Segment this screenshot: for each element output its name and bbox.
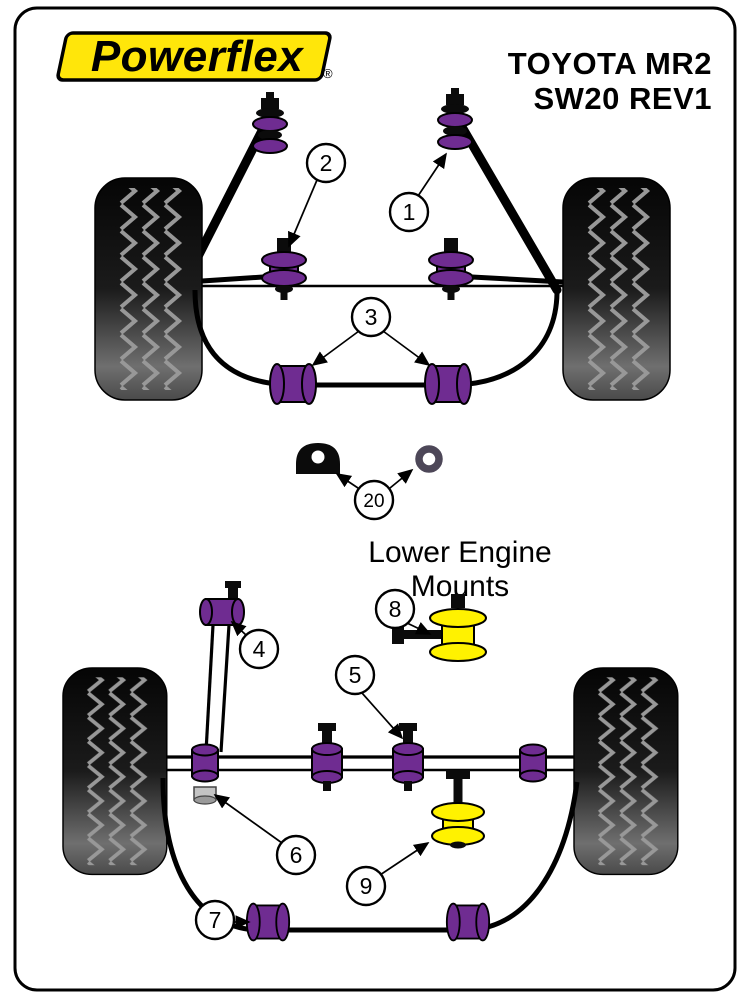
callout-7: 7 <box>194 899 236 941</box>
svg-text:3: 3 <box>365 304 378 330</box>
engine-mount-8 <box>392 594 487 662</box>
svg-text:5: 5 <box>349 662 362 688</box>
arm-bush-right <box>519 743 547 783</box>
callout-4: 4 <box>238 628 280 670</box>
svg-text:8: 8 <box>389 596 402 622</box>
svg-text:2: 2 <box>320 150 333 176</box>
callout-3: 3 <box>350 296 392 338</box>
svg-text:20: 20 <box>363 491 384 512</box>
front-suspension-diagram: 2 1 3 20 <box>94 87 671 521</box>
engine-mounts-label-line1: Lower Engine <box>368 536 551 569</box>
front-left-arm <box>201 274 264 284</box>
callout-20-arrow-right <box>389 468 414 489</box>
callout-8-arrow <box>406 621 432 635</box>
callout-2: 2 <box>305 142 347 184</box>
bracket-bush-20 <box>296 443 340 474</box>
engine-mount-9 <box>431 770 485 849</box>
rear-vertical-link-right-edge <box>219 624 231 753</box>
svg-text:9: 9 <box>360 873 373 899</box>
svg-text:6: 6 <box>290 842 303 868</box>
callout-9-arrow <box>379 842 430 876</box>
rear-right-tire <box>573 667 679 876</box>
callout-20-arrow-left <box>335 473 359 489</box>
callout-3-arrow-left <box>311 330 360 367</box>
logo-text: Powerflex <box>91 32 304 81</box>
arm-bush-6 <box>191 743 219 783</box>
callout-9: 9 <box>345 865 387 907</box>
callout-2-arrow <box>288 179 318 248</box>
arb-bush-left <box>269 363 317 405</box>
rear-arb-bush-right <box>445 902 491 942</box>
callout-1-arrow <box>417 152 447 197</box>
front-anti-roll-bar <box>192 289 560 388</box>
callout-6: 6 <box>275 834 317 876</box>
rear-vertical-link-left-edge <box>204 624 215 753</box>
callout-3-arrow-right <box>382 330 431 367</box>
front-left-tire <box>94 177 203 401</box>
svg-text:7: 7 <box>209 907 222 933</box>
rear-left-tire <box>62 667 168 876</box>
registered-trademark: ® <box>323 66 333 81</box>
vehicle-title-line1: TOYOTA MR2 <box>508 46 712 81</box>
rear-arb-bush-left <box>245 902 291 942</box>
rear-anti-roll-bar <box>160 777 580 933</box>
callout-4-arrow <box>230 620 247 637</box>
arb-bush-right <box>424 363 472 405</box>
svg-text:1: 1 <box>403 199 416 225</box>
powerflex-logo: Powerflex ® <box>56 31 333 82</box>
arm-bush-6-nut <box>193 786 217 805</box>
callout-5: 5 <box>334 654 376 696</box>
callout-6-arrow <box>213 794 283 844</box>
rear-suspension-diagram: 4 8 5 6 9 7 <box>62 580 679 942</box>
callout-8: 8 <box>374 588 416 630</box>
callout-1: 1 <box>388 191 430 233</box>
logo-background <box>56 31 332 82</box>
svg-text:4: 4 <box>253 636 266 662</box>
ring-bush-20 <box>415 445 443 473</box>
front-right-arm <box>471 274 564 285</box>
callout-5-arrow <box>361 692 404 740</box>
callout-20: 20 <box>353 479 395 521</box>
vehicle-title-line2: SW20 REV1 <box>533 81 712 116</box>
front-right-tire <box>562 177 671 401</box>
